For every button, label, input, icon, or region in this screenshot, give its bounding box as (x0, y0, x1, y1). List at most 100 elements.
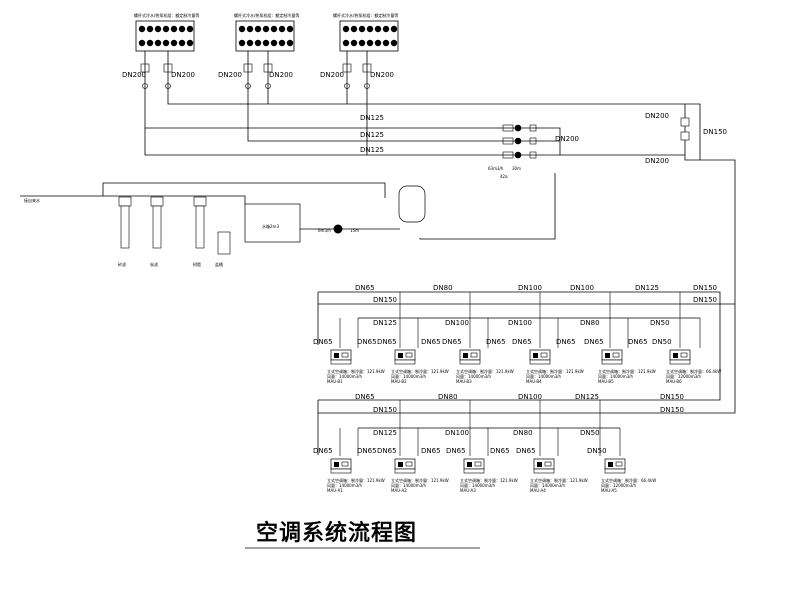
ahu-capacity: 立式空调箱：制冷量：121.9kW (391, 368, 449, 374)
filter-sand (118, 196, 132, 249)
z1-row2-left: DN150 (373, 296, 397, 304)
ahu-capacity: 立式空调箱：制冷量：66.4kW (601, 477, 656, 483)
ahu-pipe-left: DN50 (587, 447, 607, 455)
ahu-pipe-right: DN65 (556, 338, 576, 346)
ahu-airflow: 风量：14000m3/h (391, 373, 427, 379)
z1-row3-4: DN80 (580, 319, 600, 327)
makeup-pump (333, 224, 343, 234)
pipe-dn200-a: DN200 (645, 112, 669, 120)
ahu-pipe-left: DN65 (516, 447, 536, 455)
pipe-dn125-b: DN125 (360, 131, 384, 139)
ahu-icon (601, 349, 623, 365)
ahu-capacity: 立式空调箱：制冷量：121.9kW (530, 477, 588, 483)
chiller-3-label: 螺杆式冷水/热泵机组：额定制冷量等 (333, 12, 398, 18)
ahu-airflow: 风量：14000m3/h (526, 373, 562, 379)
ahu-pipe-right: DN65 (421, 338, 441, 346)
ahu-pipe-right: DN65 (357, 338, 377, 346)
ahu-capacity: 立式空调箱：制冷量：121.9kW (327, 477, 385, 483)
chiller-3-pipe-left: DN200 (320, 71, 344, 79)
z2-row3-1: DN125 (373, 429, 397, 437)
ahu-capacity: 立式空调箱：制冷量：66.4kW (666, 368, 721, 374)
ahu-pipe-left: DN65 (584, 338, 604, 346)
ahu-tag: MAU-B3 (456, 379, 472, 384)
ahu-tag: MAU-B1 (327, 379, 343, 384)
main-pump-flow: 63m3/h (488, 166, 504, 171)
z1-size-3: DN100 (518, 284, 542, 292)
z2-size-3: DN100 (518, 393, 542, 401)
chiller-piping (140, 51, 685, 156)
ahu-pipe-right: DN65 (628, 338, 648, 346)
ahu-tag: MAU-A2 (391, 488, 407, 493)
z2-row3-2: DN100 (445, 429, 469, 437)
water-tank-label: 水箱2m3 (262, 223, 279, 229)
filter-resin (193, 196, 207, 249)
chiller-2-label: 螺杆式冷水/热泵机组：额定制冷量等 (234, 12, 299, 18)
ahu-airflow: 风量：14000m3/h (456, 373, 492, 379)
z2-size-2: DN80 (438, 393, 458, 401)
filter-label-carbon: 炭滤 (150, 261, 158, 267)
makeup-pump-head: 15m (350, 228, 359, 233)
filter-label-sand: 砂滤 (118, 261, 126, 267)
z1-row3-1: DN125 (373, 319, 397, 327)
chiller-1-pipe-right: DN200 (171, 71, 195, 79)
chiller-1-pipe-left: DN200 (122, 71, 146, 79)
ahu-pipe-right: DN65 (421, 447, 441, 455)
z1-size-2: DN80 (433, 284, 453, 292)
ahu-icon (394, 458, 416, 474)
zone-2: DN65 DN80 DN100 DN125 DN150 DN150 DN150 … (317, 388, 736, 456)
z2-row3-4: DN50 (580, 429, 600, 437)
ahu-pipe-left: DN65 (313, 447, 333, 455)
z2-row2-left: DN150 (373, 406, 397, 414)
ahu-tag: MAU-B6 (666, 379, 682, 384)
chiller-2-pipe-right: DN200 (269, 71, 293, 79)
ahu-icon (604, 458, 626, 474)
chiller-2: 螺杆式冷水/热泵机组：额定制冷量等 DN200 DN200 (218, 12, 299, 79)
z2-row3-3: DN80 (513, 429, 533, 437)
ahu-airflow: 风量：14000m3/h (327, 373, 363, 379)
z1-row3-5: DN50 (650, 319, 670, 327)
expansion-tank (398, 185, 426, 223)
z2-size-5: DN150 (660, 393, 684, 401)
ahu-airflow: 风量：14000m3/h (460, 482, 496, 488)
ahu-tag: MAU-A3 (460, 488, 476, 493)
ahu-icon (394, 349, 416, 365)
ahu-airflow: 风量：12000m3/h (666, 373, 702, 379)
ahu-tag: MAU-B4 (526, 379, 542, 384)
ahu-tag: MAU-A4 (530, 488, 546, 493)
chiller-3: 螺杆式冷水/热泵机组：额定制冷量等 DN200 DN200 (320, 12, 399, 79)
ahu-pipe-left: DN65 (313, 338, 333, 346)
ahu-pipe-left: DN65 (512, 338, 532, 346)
ahu-tag: MAU-B5 (598, 379, 614, 384)
ahu-capacity: 立式空调箱：制冷量：121.9kW (456, 368, 514, 374)
z2-row2-right: DN150 (660, 406, 684, 414)
filter-label-salt: 盐桶 (215, 261, 223, 267)
ahu-airflow: 风量：14000m3/h (391, 482, 427, 488)
filter-label-resin: 树脂 (193, 261, 201, 267)
ahu-tag: MAU-A1 (327, 488, 343, 493)
zone1-ahu-4: DN65 DN65 立式空调箱：制冷量：121.9kW风量：14000m3/hMAU… (512, 338, 584, 384)
ahu-pipe-left: DN65 (442, 338, 462, 346)
ahu-airflow: 风量：14000m3/h (598, 373, 634, 379)
z2-size-4: DN125 (575, 393, 599, 401)
chiller-2-pipe-left: DN200 (218, 71, 242, 79)
ahu-pipe-left: DN50 (652, 338, 672, 346)
z1-row3-2: DN100 (445, 319, 469, 327)
ahu-capacity: 立式空调箱：制冷量：121.9kW (526, 368, 584, 374)
z1-row3-3: DN100 (508, 319, 532, 327)
ahu-capacity: 立式空调箱：制冷量：121.9kW (391, 477, 449, 483)
ahu-airflow: 风量：12000m3/h (601, 482, 637, 488)
ahu-tag: MAU-B2 (391, 379, 407, 384)
z1-size-1: DN65 (355, 284, 375, 292)
main-pump-head: 30m (512, 166, 521, 171)
water-treatment: 接自来水 砂滤 炭滤 树脂 盐桶 水箱2m3 6m3/h 15m (20, 173, 556, 267)
ahu-icon (463, 458, 485, 474)
